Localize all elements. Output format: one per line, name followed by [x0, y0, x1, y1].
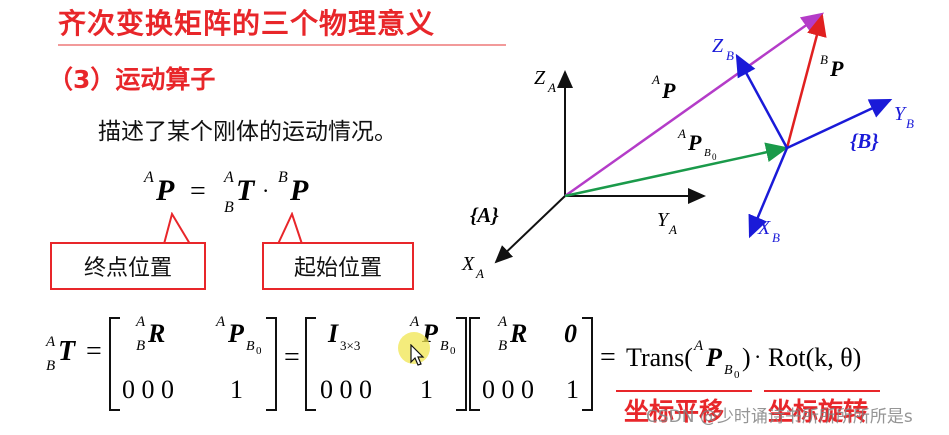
identity-symbol: I [327, 319, 339, 348]
svg-text:A: A [651, 72, 660, 87]
rotation-label: 坐标旋转 [768, 397, 869, 426]
mouse-cursor-icon [410, 344, 425, 366]
svg-text:B: B [224, 199, 234, 216]
axis-zb [735, 53, 789, 149]
matrix-equation: A B T = A B R A P B 0 0 0 0 1 = I 3×3 A … [44, 312, 944, 422]
svg-text:A: A [409, 314, 420, 330]
identity-subscript: 3×3 [340, 338, 360, 353]
callout-start-label: 起始位置 [293, 256, 382, 281]
svg-text:B: B [704, 147, 711, 159]
callout-end-position: 终点位置 [50, 242, 206, 290]
svg-text:=: = [86, 336, 102, 367]
matrix1-one: 1 [230, 375, 243, 404]
callout-start-tail [276, 212, 304, 246]
vector-BP [785, 13, 827, 149]
rotation-underline [764, 390, 880, 392]
svg-text:0: 0 [712, 152, 717, 162]
description-text: 描述了某个刚体的运动情况。 [98, 119, 397, 145]
svg-text:B: B [726, 48, 734, 63]
translation-underline [616, 390, 752, 392]
main-equation-svg: A P = A B T · B P [143, 169, 309, 216]
matrix2-zeros: 0 0 0 [320, 375, 372, 404]
svg-text:B: B [246, 339, 255, 354]
callout-end-label: 终点位置 [83, 256, 172, 281]
main-equation: A P = A B T · B P [140, 168, 340, 232]
translation-label: 坐标平移 [624, 397, 725, 426]
slide-title: 齐次变换矩阵的三个物理意义 [58, 7, 436, 40]
svg-text:P: P [289, 174, 309, 207]
label-ap: P [661, 78, 676, 103]
svg-text:B: B [772, 230, 780, 245]
svg-text:P: P [705, 343, 723, 372]
svg-text:): ) [742, 343, 751, 372]
svg-text:R: R [509, 319, 527, 348]
label-za: Z [534, 67, 546, 89]
svg-text:0: 0 [734, 369, 740, 381]
matrix3-one: 1 [566, 375, 579, 404]
title-underline [58, 44, 506, 46]
svg-text:A: A [668, 222, 677, 237]
svg-text:A: A [45, 334, 56, 350]
svg-text:T: T [236, 174, 256, 207]
svg-text:·: · [262, 178, 269, 203]
svg-text:B: B [724, 363, 733, 378]
svg-text:A: A [475, 266, 484, 281]
trans-label: Trans( [626, 343, 693, 372]
vector-APB0 [564, 142, 789, 198]
svg-text:P: P [155, 174, 175, 207]
svg-text:=: = [284, 342, 300, 373]
callout-start-position: 起始位置 [262, 242, 414, 290]
svg-text:A: A [693, 338, 704, 354]
svg-text:A: A [223, 169, 234, 186]
svg-text:B: B [46, 358, 55, 374]
svg-text:R: R [147, 319, 165, 348]
watermark: CSDN @少时诵诗书所所所所所是s [646, 407, 913, 427]
label-apb0: P [687, 130, 702, 155]
axis-xa [494, 195, 566, 264]
svg-text:B: B [278, 169, 288, 186]
label-yb: Y [894, 103, 907, 125]
matrix3-zero: 0 [564, 319, 577, 348]
svg-text:A: A [497, 314, 508, 330]
svg-text:T: T [58, 336, 77, 367]
svg-text:·: · [754, 344, 761, 369]
svg-text:A: A [143, 169, 154, 186]
label-xb: X [757, 217, 771, 239]
svg-text:B: B [820, 52, 828, 67]
svg-text:0: 0 [256, 345, 262, 357]
frame-diagram: Z A Y A X A {A} Z B Y B X B {B} A P B P … [440, 0, 949, 300]
svg-text:0: 0 [450, 345, 456, 357]
matrix1-zeros: 0 0 0 [122, 375, 174, 404]
svg-text:B: B [906, 116, 914, 131]
axis-yb [786, 98, 893, 150]
svg-text:=: = [600, 342, 616, 373]
frame-b-label: {B} [850, 129, 879, 153]
svg-text:A: A [677, 126, 686, 141]
label-xa: X [461, 253, 475, 275]
matrix3-zeros: 0 0 0 [482, 375, 534, 404]
matrix2-one: 1 [420, 375, 433, 404]
frame-a-label: {A} [470, 203, 499, 227]
frame-diagram-svg: Z A Y A X A {A} Z B Y B X B {B} A P B P … [461, 12, 914, 281]
svg-text:A: A [135, 314, 146, 330]
label-zb: Z [712, 35, 724, 57]
svg-text:=: = [190, 176, 206, 207]
svg-text:B: B [498, 338, 507, 354]
svg-text:B: B [440, 339, 449, 354]
svg-text:A: A [215, 314, 226, 330]
svg-text:B: B [136, 338, 145, 354]
label-bp: P [829, 56, 844, 81]
axis-xb [748, 147, 789, 239]
vector-AP [564, 12, 825, 198]
svg-text:P: P [227, 319, 245, 348]
section-heading: （3）运动算子 [48, 65, 216, 94]
rot-label: Rot(k, θ) [768, 343, 861, 372]
matrix-equation-svg: A B T = A B R A P B 0 0 0 0 1 = I 3×3 A … [45, 314, 861, 411]
svg-text:A: A [547, 80, 556, 95]
callout-end-tail [162, 212, 192, 246]
label-ya: Y [657, 209, 670, 231]
